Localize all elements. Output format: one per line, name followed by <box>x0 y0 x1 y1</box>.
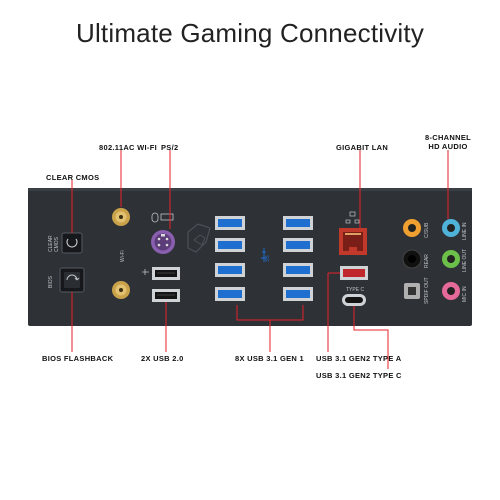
label-ps2: PS/2 <box>161 143 179 152</box>
usb20-port-2[interactable] <box>152 289 180 302</box>
usb31-gen1-port-2[interactable] <box>215 238 245 252</box>
label-usb20: 2X USB 2.0 <box>141 354 184 363</box>
rog-logo-icon <box>187 223 211 253</box>
panel-text-rear: REAR <box>424 254 430 268</box>
label-usb31-gen2-c: USB 3.1 GEN2 TYPE C <box>316 371 402 380</box>
usb31-gen1-port-1[interactable] <box>215 216 245 230</box>
label-audio-line2: HD AUDIO <box>428 142 468 151</box>
usb-icon <box>142 269 149 275</box>
usb31-gen2-type-c-port[interactable] <box>342 294 366 306</box>
spdif-out-port[interactable] <box>404 283 420 299</box>
ps2-icon <box>151 212 174 223</box>
panel-text-clear: CLEAR <box>48 235 54 252</box>
panel-text-line-in: LINE IN <box>462 222 468 240</box>
lan-icon <box>345 211 360 224</box>
usb31-gen1-port-6[interactable] <box>283 238 313 252</box>
label-usb31-gen2-a: USB 3.1 GEN2 TYPE A <box>316 354 402 363</box>
callout-usb31-gen2-c <box>353 306 389 369</box>
audio-jack-rear[interactable] <box>402 249 422 269</box>
label-clear-cmos: CLEAR CMOS <box>46 173 100 182</box>
label-audio-line1: 8-CHANNEL <box>424 133 472 142</box>
usb31-gen1-port-3[interactable] <box>215 263 245 277</box>
panel-text-mic-in: MIC IN <box>462 286 468 302</box>
audio-jack-mic-in[interactable] <box>442 282 460 300</box>
clear-cmos-button[interactable] <box>61 232 83 254</box>
clear-cmos-icon <box>66 238 78 248</box>
bios-flashback-button[interactable] <box>59 267 85 293</box>
panel-text-c-sub: C/SUB <box>424 222 430 238</box>
ps2-port[interactable] <box>151 230 175 254</box>
panel-text-type-c: TYPE C <box>346 287 364 293</box>
flashback-icon <box>66 274 80 281</box>
gigabit-lan-port[interactable] <box>339 228 367 255</box>
label-bios-flashback: BIOS FLASHBACK <box>42 354 114 363</box>
label-usb31-gen1: 8X USB 3.1 GEN 1 <box>235 354 304 363</box>
audio-jack-line-out[interactable] <box>442 250 460 268</box>
usb31-gen1-port-5[interactable] <box>283 216 313 230</box>
usb31-gen1-ports <box>215 216 313 301</box>
panel-text-ss: SS <box>265 255 271 262</box>
usb31-gen1-port-4[interactable] <box>215 287 245 301</box>
io-panel <box>28 188 472 326</box>
page-title: Ultimate Gaming Connectivity <box>75 18 425 48</box>
panel-text-cmos: CMOS <box>54 236 60 252</box>
io-panel-edge <box>28 188 472 191</box>
usb-ss-icon <box>261 248 267 262</box>
usb20-port-1[interactable] <box>152 267 180 280</box>
wifi-antenna-1[interactable] <box>112 208 130 226</box>
panel-text-spdif-out: SPDIF OUT <box>424 277 430 304</box>
panel-text-line-out: LINE OUT <box>462 249 468 272</box>
label-wifi: 802.11AC WI-FI <box>99 143 157 152</box>
audio-jack-line-in[interactable] <box>442 219 460 237</box>
callout-usb31-gen2-a <box>327 272 340 352</box>
label-gigabit-lan: GIGABIT LAN <box>336 143 389 152</box>
audio-jack-c-sub[interactable] <box>403 219 421 237</box>
callout-lines <box>71 150 449 369</box>
usb31-gen1-port-7[interactable] <box>283 263 313 277</box>
usb31-gen1-port-8[interactable] <box>283 287 313 301</box>
panel-text-bios: BIOS <box>48 275 54 288</box>
wifi-antenna-2[interactable] <box>112 281 130 299</box>
panel-text-wifi: Wi-Fi <box>120 250 126 262</box>
usb31-gen2-type-a-port[interactable] <box>340 266 368 280</box>
